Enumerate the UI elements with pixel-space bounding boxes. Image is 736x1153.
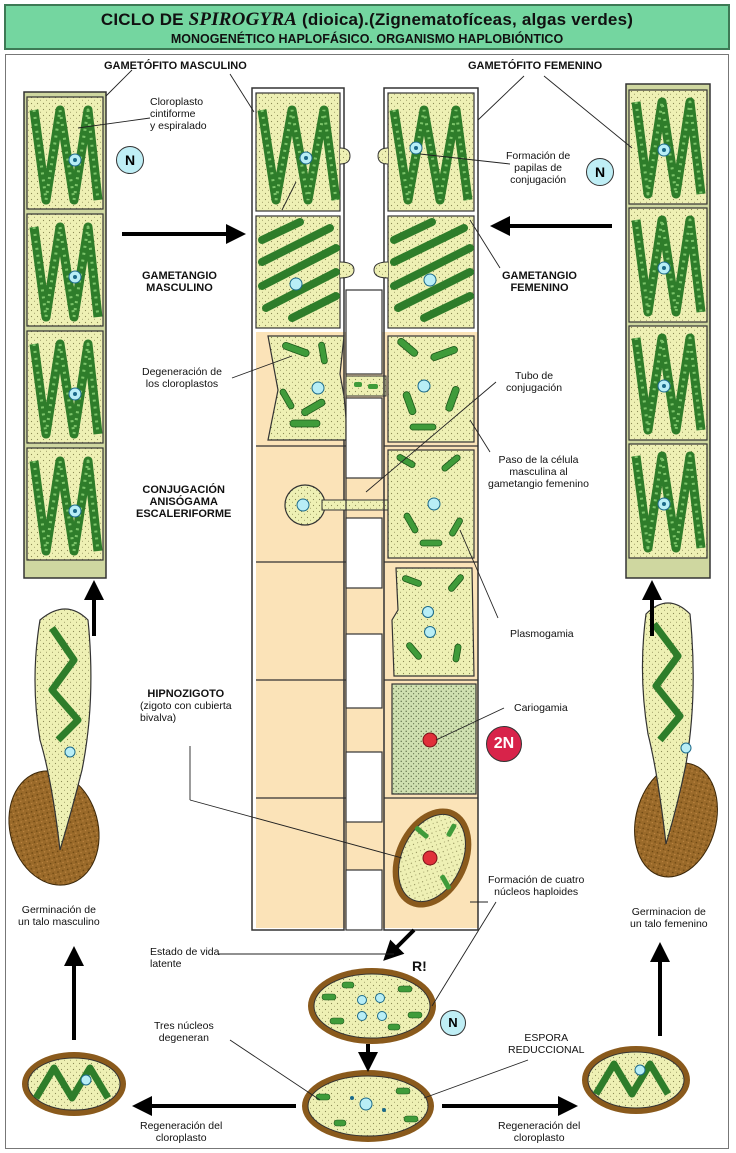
label-paso-l2: masculina al <box>509 466 568 478</box>
label-hipnozigoto-l3: bivalva) <box>140 712 177 724</box>
label-cariogamia: Cariogamia <box>514 702 568 714</box>
spore-four-nuclei <box>308 968 436 1044</box>
haploid-badge-right: N <box>586 158 614 186</box>
label-cloroplasto-l3: y espiralado <box>150 120 207 132</box>
label-conjugacion-l1: CONJUGACIÓN <box>142 484 225 496</box>
label-papilas-l2: papilas de <box>514 162 563 174</box>
label-tres-l2: degeneran <box>158 1032 209 1044</box>
label-tubo-l1: Tubo de <box>514 370 554 382</box>
label-degeneracion-l1: Degeneración de <box>142 366 222 378</box>
label-hipnozigoto-l2: (zigoto con cubierta <box>140 700 232 712</box>
label-r-mark: R! <box>412 958 427 974</box>
label-gametangio-femenino: GAMETANGIO FEMENINO <box>502 270 577 294</box>
label-latente: Estado de vida latente <box>150 946 219 970</box>
label-germ-fem-l1: Germinacion de <box>631 906 706 918</box>
label-tres-l1: Tres núcleos <box>154 1020 214 1032</box>
label-conjugacion-l2: ANISÓGAMA <box>149 496 218 508</box>
label-tubo-l2: conjugación <box>506 382 563 394</box>
label-germ-masc-l2: un talo masculino <box>18 916 100 928</box>
label-degeneracion-l2: los cloroplastos <box>145 378 219 390</box>
label-regen-left: Regeneración del cloroplasto <box>140 1120 222 1144</box>
label-gametangio-m-l2: MASCULINO <box>146 282 213 294</box>
label-cloroplasto-l2: cintiforme <box>150 108 196 120</box>
label-regen-r-l1: Regeneración del <box>498 1120 581 1132</box>
label-cloroplasto: Cloroplasto cintiforme y espiralado <box>150 96 207 132</box>
diploid-badge: 2N <box>486 726 522 762</box>
leader-lines <box>77 69 633 1101</box>
label-gametangio-m-l1: GAMETANGIO <box>142 270 217 282</box>
label-gametangio-masculino: GAMETANGIO MASCULINO <box>142 270 217 294</box>
label-hipnozigoto: HIPNOZIGOTO (zigoto con cubierta bivalva… <box>140 688 232 724</box>
ladder-gaps <box>345 289 383 931</box>
label-cuatro-l1: Formación de cuatro <box>488 874 585 886</box>
label-espora-l2: REDUCCIONAL <box>508 1044 585 1056</box>
page-title: CICLO DE SPIROGYRA (dioica).(Zignematofí… <box>6 9 728 31</box>
title-suffix: (dioica).(Zignematofíceas, algas verdes) <box>297 10 634 29</box>
label-paso-l1: Paso de la célula <box>498 454 579 466</box>
label-gametofito-masculino: GAMETÓFITO MASCULINO <box>104 60 247 72</box>
label-conjugacion-l3: ESCALERIFORME <box>136 508 232 520</box>
label-paso: Paso de la célula masculina al gametangi… <box>488 454 589 490</box>
spore-left-regeneration <box>22 1052 126 1116</box>
label-paso-l3: gametangio femenino <box>488 478 589 490</box>
label-gametangio-f-l2: FEMENINO <box>510 282 569 294</box>
label-regen-l-l2: cloroplasto <box>155 1132 207 1144</box>
label-regen-r-l2: cloroplasto <box>513 1132 565 1144</box>
left-germination <box>8 608 100 886</box>
label-tubo: Tubo de conjugación <box>506 370 562 394</box>
haploid-badge-bottom: N <box>440 1010 466 1036</box>
central-female-filament <box>373 87 479 931</box>
label-tres-nucleos: Tres núcleos degeneran <box>154 1020 214 1044</box>
label-hipnozigoto-l1: HIPNOZIGOTO <box>147 688 225 700</box>
label-papilas-l3: conjugación <box>510 174 567 186</box>
label-papilas: Formación de papilas de conjugación <box>506 150 570 186</box>
label-germ-masc-l1: Germinación de <box>21 904 96 916</box>
central-male-filament <box>251 87 391 931</box>
title-banner: CICLO DE SPIROGYRA (dioica).(Zignematofí… <box>4 4 730 50</box>
label-plasmogamia: Plasmogamia <box>510 628 574 640</box>
left-filament <box>24 91 106 579</box>
cycle-arrows <box>64 216 670 1116</box>
label-gametofito-femenino: GAMETÓFITO FEMENINO <box>468 60 603 72</box>
right-filament <box>626 83 710 579</box>
label-degeneracion: Degeneración de los cloroplastos <box>142 366 222 390</box>
haploid-badge-left: N <box>116 146 144 174</box>
label-regen-right: Regeneración del cloroplasto <box>498 1120 580 1144</box>
page-subtitle: MONOGENÉTICO HAPLOFÁSICO. ORGANISMO HAPL… <box>170 32 564 46</box>
label-germ-masculino: Germinación de un talo masculino <box>18 904 100 928</box>
label-espora-reduccional: ESPORA REDUCCIONAL <box>508 1032 584 1056</box>
label-gametangio-f-l1: GAMETANGIO <box>502 270 577 282</box>
label-cuatro-l2: núcleos haploides <box>494 886 579 898</box>
label-cuatro-nucleos: Formación de cuatro núcleos haploides <box>488 874 584 898</box>
right-germination <box>634 602 718 878</box>
label-germ-femenino: Germinacion de un talo femenino <box>630 906 708 930</box>
label-conjugacion: CONJUGACIÓN ANISÓGAMA ESCALERIFORME <box>136 484 231 520</box>
label-germ-fem-l2: un talo femenino <box>630 918 708 930</box>
title-genus: SPIROGYRA <box>188 9 298 30</box>
spore-right-regeneration <box>582 1046 690 1114</box>
label-cloroplasto-l1: Cloroplasto <box>150 96 204 108</box>
label-papilas-l1: Formación de <box>506 150 571 162</box>
label-regen-l-l1: Regeneración del <box>140 1120 223 1132</box>
title-prefix: CICLO DE <box>100 10 189 29</box>
label-espora-l1: ESPORA <box>524 1032 569 1044</box>
label-latente-l1: Estado de vida <box>150 946 220 958</box>
spore-reductional <box>302 1070 434 1142</box>
label-latente-l2: latente <box>150 958 182 970</box>
